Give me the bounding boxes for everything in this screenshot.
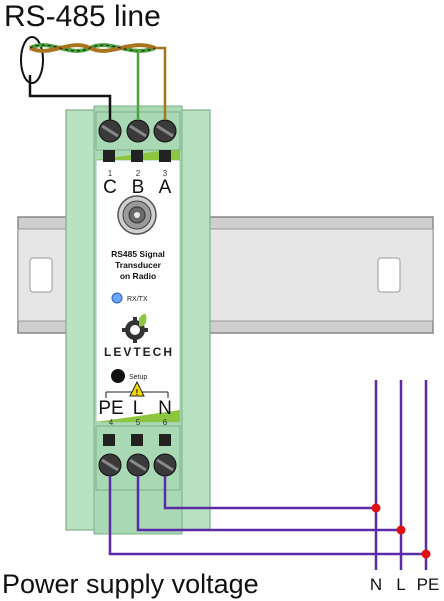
wire-pe (108, 476, 426, 556)
terminal-num-1: 1 (108, 169, 113, 178)
terminal-num-3: 3 (163, 169, 168, 178)
device-label-line3: on Radio (120, 271, 156, 281)
terminal-num-6: 6 (163, 418, 168, 427)
terminal-screw-a (153, 119, 177, 143)
wire-n (163, 476, 376, 510)
warning-icon: ! (105, 380, 169, 398)
terminal-screw-pe (98, 453, 122, 477)
terminal-screw-c (98, 119, 122, 143)
supply-label-l: L (396, 575, 405, 594)
terminal-label-a: A (159, 177, 172, 198)
terminal-num-5: 5 (136, 418, 141, 427)
junction-pe (421, 549, 431, 559)
led-label: RX/TX (127, 296, 148, 303)
supply-wiring (108, 380, 428, 570)
terminal-num-4: 4 (109, 418, 114, 427)
wire-c (28, 75, 112, 120)
terminal-label-pe: PE (98, 398, 123, 419)
brand-name: LEVTECH (104, 345, 174, 359)
terminal-label-c: C (103, 177, 117, 198)
junction-l (396, 525, 406, 535)
terminal-label-l: L (133, 398, 144, 419)
terminal-label-n: N (158, 398, 172, 419)
levtech-logo-icon (122, 313, 148, 343)
terminal-num-2: 2 (136, 169, 141, 178)
terminal-label-b: B (132, 177, 145, 198)
rxtx-led-icon (111, 292, 123, 304)
junction-n (371, 503, 381, 513)
device-label-line2: Transducer (115, 260, 162, 270)
wire-l (136, 476, 401, 532)
terminal-screw-n (153, 453, 177, 477)
antenna-connector-icon (117, 195, 157, 235)
diagram-caption: Power supply voltage (2, 569, 259, 599)
setup-button[interactable] (111, 369, 125, 383)
diagram-title: RS-485 line (4, 0, 161, 33)
device-label-line1: RS485 Signal (111, 249, 165, 259)
terminal-screw-b (126, 119, 150, 143)
svg-text:!: ! (136, 388, 139, 397)
rs485-cable (20, 36, 167, 120)
setup-label: Setup (129, 374, 147, 381)
supply-label-n: N (370, 575, 382, 594)
terminal-screw-l (126, 453, 150, 477)
supply-label-pe: PE (417, 575, 440, 594)
wire-a (155, 46, 167, 120)
